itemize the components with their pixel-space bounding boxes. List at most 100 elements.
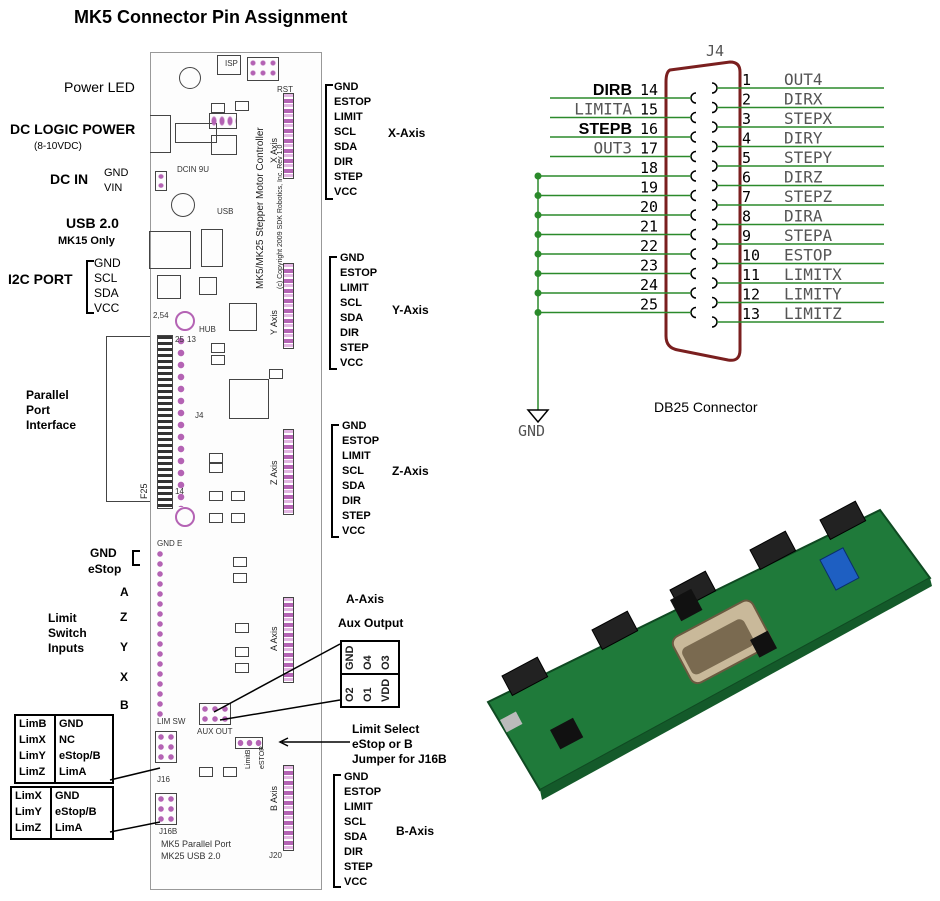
db25-caption: DB25 Connector — [654, 399, 758, 415]
i2c-bracket — [86, 260, 94, 314]
right-pin-number: 10 — [742, 247, 760, 265]
photo-chip — [750, 630, 778, 658]
smd-pad — [209, 463, 223, 473]
right-pin-arc — [711, 238, 718, 250]
axis-pin: LIMIT — [342, 450, 371, 462]
left-pin-number: 25 — [640, 296, 658, 314]
b-axis-bracket — [333, 774, 341, 888]
x-axis-pin-list: GND ESTOP LIMIT SCL SDA DIR STEP VCC — [334, 80, 371, 200]
right-pin-name: STEPY — [784, 148, 833, 167]
a-axis-connector — [283, 597, 294, 683]
smd-pad — [235, 663, 249, 673]
left-pin-name: LIMITA — [574, 100, 632, 119]
limit-letter-b: B — [120, 698, 129, 712]
right-pin-name: OUT4 — [784, 70, 823, 89]
ic-u1 — [229, 303, 257, 331]
smd-pad — [269, 369, 283, 379]
left-pin-number: 23 — [640, 257, 658, 275]
smd-pad — [211, 355, 225, 365]
j16-right: GND — [59, 718, 84, 730]
right-pin-name: DIRZ — [784, 168, 823, 187]
j16-leader — [109, 767, 161, 781]
usb-label: USB 2.0 — [66, 215, 119, 231]
j4-silk: J4 — [195, 411, 204, 420]
limit-switch-pads — [155, 549, 165, 719]
right-pin-name: DIRX — [784, 90, 823, 109]
parallel-line: Port — [26, 403, 50, 417]
power-led-label: Power LED — [64, 79, 135, 95]
limit-switch-line: Limit — [48, 611, 77, 625]
right-pin-number: 11 — [742, 266, 760, 284]
axis-pin: GND — [334, 81, 359, 93]
photo-connector — [749, 530, 797, 571]
right-pin-arc — [711, 277, 718, 289]
db25-footprint — [157, 335, 173, 509]
right-pin-name: ESTOP — [784, 246, 832, 265]
pin14-silk: 14 — [175, 487, 184, 496]
dc-in-label: DC IN — [50, 171, 89, 187]
aux-leader-top — [213, 643, 341, 713]
db25-pads — [175, 335, 187, 507]
resistor-bank — [201, 229, 223, 267]
limit-switch-line: Switch — [48, 626, 87, 640]
right-pin-number: 2 — [742, 91, 751, 109]
axis-pin: VCC — [344, 876, 368, 888]
usb-silk: USB — [217, 207, 234, 216]
i2c-pin: SDA — [94, 286, 119, 300]
pcb-edge — [540, 578, 932, 800]
right-pin-number: 3 — [742, 110, 751, 128]
left-pin-arc — [690, 189, 697, 202]
photo-connector — [501, 656, 549, 697]
right-pin-arc — [711, 160, 718, 172]
y-axis-bracket — [329, 256, 337, 370]
right-pin-arc — [711, 179, 718, 192]
right-pin-arc — [711, 199, 718, 211]
axis-pin: GND — [342, 420, 367, 432]
aux-output-box: GND O4 O3 O2 O1 VDD — [340, 640, 400, 708]
left-pin-number: 22 — [640, 237, 658, 255]
parallel-port-outline — [106, 336, 153, 502]
pin13-silk: 13 — [187, 335, 196, 344]
right-pin-number: 7 — [742, 188, 751, 206]
right-pin-number: 4 — [742, 130, 751, 148]
smd-pad — [235, 101, 249, 111]
gnd-label: GND — [90, 546, 117, 560]
isp-header — [217, 55, 241, 75]
axis-pin: STEP — [344, 861, 373, 873]
photo-connector — [591, 610, 639, 651]
ground-symbol — [526, 409, 550, 424]
left-pin-arc — [690, 228, 697, 241]
left-pin-arc — [690, 287, 697, 299]
axis-pin: DIR — [344, 846, 363, 858]
b-axis-label: B-Axis — [396, 824, 435, 838]
left-pin-arc — [690, 306, 697, 319]
photo-blue-connector — [819, 547, 860, 591]
axis-pin: STEP — [334, 171, 363, 183]
header-block — [247, 57, 279, 81]
parallel-line: Interface — [26, 418, 77, 432]
smd-pad — [209, 491, 223, 501]
limit-letter-x: X — [120, 670, 129, 684]
dc-logic-power-label: DC LOGIC POWER — [10, 121, 136, 137]
i2c-pin: VCC — [94, 301, 120, 315]
limit-letter-z: Z — [120, 610, 128, 624]
right-pin-arc — [711, 82, 718, 94]
axis-pin: SDA — [344, 831, 368, 843]
axis-pin: LIMIT — [340, 282, 369, 294]
smd-pad — [231, 513, 245, 523]
left-pin-arc — [690, 267, 697, 280]
axis-pin: SCL — [334, 126, 356, 138]
axis-pin: SCL — [342, 465, 364, 477]
parallel-port-label: Parallel Port Interface — [26, 388, 76, 433]
db25-gnd-label: GND — [518, 422, 546, 440]
component — [199, 277, 217, 295]
photo-usb — [500, 711, 523, 733]
footer-silk-1: MK5 Parallel Port — [161, 839, 232, 849]
left-pin-arc — [690, 131, 697, 143]
j16b-pads — [155, 793, 177, 825]
right-pin-arc — [711, 101, 718, 114]
right-pin-arc — [711, 218, 718, 231]
capacitor-c1 — [171, 193, 195, 217]
limit-select-line: Limit Select — [352, 722, 420, 736]
